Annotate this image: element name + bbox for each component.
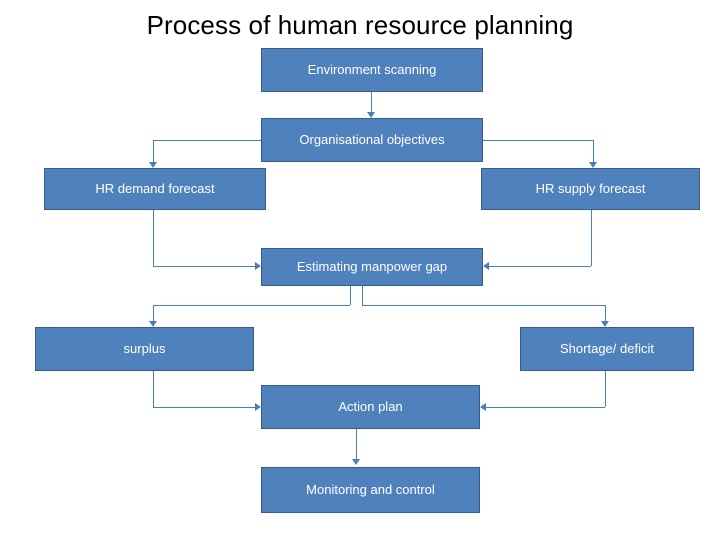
connector-objectives-left-horizontal [153, 140, 261, 141]
connector-gap-right-horizontal [362, 305, 605, 306]
node-label: HR demand forecast [95, 180, 215, 196]
arrowhead-objectives-top [367, 112, 375, 118]
arrowhead-hr-demand-top [149, 162, 157, 168]
node-label: surplus [123, 340, 166, 356]
connector-hr-supply-to-gap [489, 266, 591, 267]
page-title: Process of human resource planning [146, 10, 574, 40]
connector-action-to-monitoring [356, 429, 357, 461]
node-label: HR supply forecast [535, 180, 646, 196]
node-estimating-manpower-gap[interactable]: Estimating manpower gap [261, 248, 483, 286]
node-label: Monitoring and control [306, 481, 435, 497]
connector-objectives-right-horizontal [483, 140, 593, 141]
connector-surplus-down [153, 371, 154, 407]
connector-shortage-to-action [486, 407, 605, 408]
arrowhead-hr-supply-top [589, 162, 597, 168]
arrowhead-shortage-top [601, 321, 609, 327]
connector-objectives-left-vertical [153, 140, 154, 164]
arrowhead-surplus-top [149, 321, 157, 327]
node-label: Estimating manpower gap [296, 258, 448, 274]
connector-environment-to-objectives [371, 92, 372, 114]
arrowhead-gap-left [255, 262, 261, 270]
connector-surplus-to-action [153, 407, 255, 408]
connector-gap-left-stub [350, 286, 351, 305]
connector-hr-demand-down [153, 210, 154, 266]
connector-gap-right-stub [362, 286, 363, 305]
connector-gap-left-horizontal [153, 305, 350, 306]
connector-shortage-down [605, 371, 606, 407]
arrowhead-gap-right [483, 262, 489, 270]
arrowhead-action-plan-left [255, 403, 261, 411]
node-monitoring-and-control[interactable]: Monitoring and control [261, 467, 480, 513]
node-surplus[interactable]: surplus [35, 327, 254, 371]
arrowhead-monitoring-top [352, 459, 360, 465]
connector-gap-left-vertical [153, 305, 154, 323]
arrowhead-action-plan-right [480, 403, 486, 411]
node-label: Environment scanning [307, 61, 437, 77]
node-environment-scanning[interactable]: Environment scanning [261, 48, 483, 92]
connector-objectives-right-vertical [593, 140, 594, 164]
node-label: Shortage/ deficit [560, 340, 654, 356]
node-organisational-objectives[interactable]: Organisational objectives [261, 118, 483, 162]
node-label: Organisational objectives [299, 131, 445, 147]
node-action-plan[interactable]: Action plan [261, 385, 480, 429]
node-label: Action plan [338, 398, 403, 414]
node-hr-supply-forecast[interactable]: HR supply forecast [481, 168, 700, 210]
connector-hr-demand-to-gap [153, 266, 255, 267]
node-shortage-deficit[interactable]: Shortage/ deficit [520, 327, 694, 371]
connector-hr-supply-down [591, 210, 592, 266]
connector-gap-right-vertical [605, 305, 606, 323]
node-hr-demand-forecast[interactable]: HR demand forecast [44, 168, 266, 210]
